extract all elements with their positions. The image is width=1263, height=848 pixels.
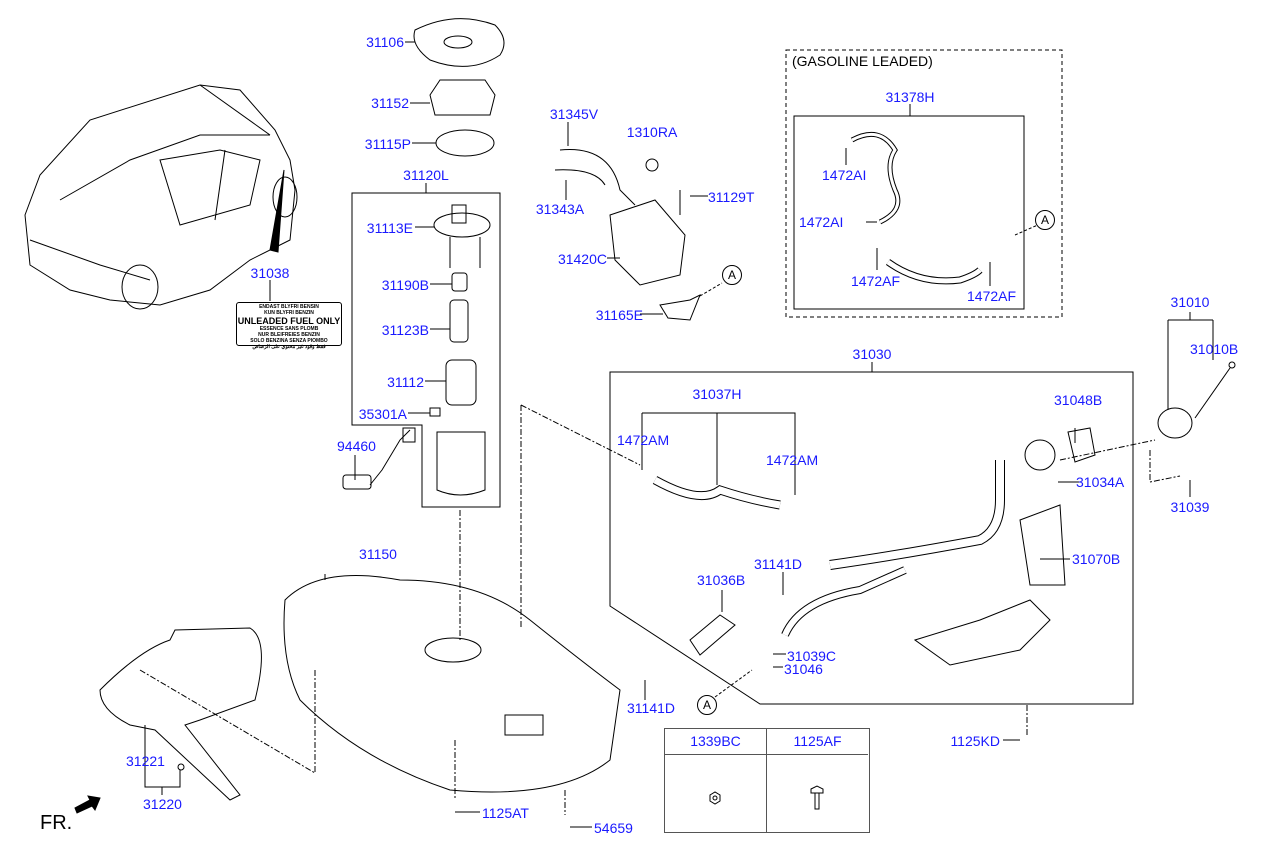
- unleaded-fuel-sticker: ENDAST BLYFRI BENSIN KUN BLYFRI BENZIN U…: [236, 302, 342, 350]
- sticker-line-main: UNLEADED FUEL ONLY: [237, 316, 341, 326]
- part-label-1472AI[interactable]: 1472AI: [799, 214, 844, 230]
- part-label-31112[interactable]: 31112: [387, 374, 424, 390]
- bolt-icon: [810, 785, 824, 810]
- part-label-31048B[interactable]: 31048B: [1054, 392, 1103, 408]
- part-label-31123B[interactable]: 31123B: [381, 322, 429, 338]
- part-label-31038[interactable]: 31038: [250, 265, 290, 281]
- part-label-1125AT[interactable]: 1125AT: [482, 805, 529, 821]
- common-part-header[interactable]: 1339BC: [665, 729, 766, 755]
- part-label-31039[interactable]: 31039: [1170, 499, 1210, 515]
- common-parts-table: 1339BC 1125AF: [664, 728, 870, 833]
- label-pointer-31038: [269, 169, 285, 253]
- part-label-1472AM[interactable]: 1472AM: [766, 452, 819, 468]
- common-part-cell[interactable]: 1125AF: [767, 729, 868, 832]
- gasoline-leaded-label: (GASOLINE LEADED): [792, 53, 933, 69]
- part-label-31037H[interactable]: 31037H: [692, 386, 742, 402]
- gasoline-leaded-box: [785, 49, 1063, 318]
- part-label-31190B[interactable]: 31190B: [381, 277, 429, 293]
- part-label-31046[interactable]: 31046: [784, 661, 823, 677]
- reference-marker-a: A: [722, 265, 742, 285]
- part-label-31345V[interactable]: 31345V: [549, 106, 599, 122]
- sticker-line: NUR BLEIFREIES BENZIN: [258, 332, 320, 338]
- common-part-header[interactable]: 1125AF: [767, 729, 868, 755]
- part-label-1472AM[interactable]: 1472AM: [617, 432, 670, 448]
- part-label-31220[interactable]: 31220: [143, 796, 182, 812]
- part-label-31120L[interactable]: 31120L: [403, 167, 449, 183]
- part-label-31070B[interactable]: 31070B: [1072, 551, 1121, 567]
- vent-hose-box: [793, 115, 1025, 310]
- common-part-cell[interactable]: 1339BC: [665, 729, 767, 832]
- nut-icon: [709, 791, 721, 805]
- part-label-31115P[interactable]: 31115P: [364, 136, 411, 152]
- pump-assembly-box: [351, 192, 501, 508]
- part-label-31106[interactable]: 31106: [366, 34, 404, 50]
- part-label-31010B[interactable]: 31010B: [1190, 341, 1239, 357]
- part-label-1472AI[interactable]: 1472AI: [822, 167, 867, 183]
- part-label-54659[interactable]: 54659: [594, 820, 633, 836]
- part-label-31034A[interactable]: 31034A: [1076, 474, 1125, 490]
- part-label-1472AF[interactable]: 1472AF: [851, 273, 901, 289]
- front-arrow-icon: [74, 795, 101, 814]
- part-label-31129T[interactable]: 31129T: [708, 189, 755, 205]
- part-label-31152[interactable]: 31152: [371, 95, 409, 111]
- part-label-31030[interactable]: 31030: [852, 346, 892, 362]
- part-label-31221[interactable]: 31221: [126, 753, 165, 769]
- part-label-31036B[interactable]: 31036B: [697, 572, 746, 588]
- fuel-tank-shape: [283, 575, 621, 793]
- part-label-94460[interactable]: 94460: [337, 438, 376, 454]
- part-label-31141D[interactable]: 31141D: [627, 700, 676, 716]
- part-label-1472AF[interactable]: 1472AF: [967, 288, 1017, 304]
- lock-ring-shape: [429, 79, 496, 116]
- pump-reservoir-shape: [436, 431, 486, 496]
- front-direction-label: FR.: [40, 812, 73, 834]
- part-label-1310RA[interactable]: 1310RA: [626, 124, 678, 140]
- part-label-31113E[interactable]: 31113E: [366, 220, 413, 236]
- gasket-ring-shape: [435, 129, 495, 157]
- part-label-35301A[interactable]: 35301A: [358, 406, 407, 422]
- sticker-line: ESSENCE SANS PLOMB: [259, 326, 319, 332]
- sticker-line: فقط وقود غير محتوي على الرصاص: [252, 344, 326, 350]
- part-label-31378H[interactable]: 31378H: [885, 89, 935, 105]
- canister-shape: [609, 199, 686, 286]
- reference-marker-a: A: [697, 695, 717, 715]
- part-label-31420C[interactable]: 31420C: [557, 251, 607, 267]
- filler-neck-assembly-box: [609, 371, 1134, 705]
- part-label-31141D[interactable]: 31141D: [754, 556, 803, 572]
- sticker-line: ENDAST BLYFRI BENSIN: [259, 304, 319, 310]
- sticker-line: KUN BLYFRI BENZIN: [264, 310, 314, 316]
- part-label-1125KD[interactable]: 1125KD: [950, 733, 1000, 749]
- vehicle-illustration: [24, 84, 298, 310]
- part-label-31010[interactable]: 31010: [1170, 294, 1210, 310]
- reference-marker-a: A: [1035, 210, 1055, 230]
- part-label-31343A[interactable]: 31343A: [535, 201, 585, 217]
- pump-cover-shape: [413, 18, 505, 67]
- part-label-31150[interactable]: 31150: [359, 546, 397, 562]
- sticker-line: SOLO BENZINA SENZA PIOMBO: [250, 338, 328, 344]
- part-label-31165E[interactable]: 31165E: [595, 307, 643, 323]
- part-label-31039C[interactable]: 31039C: [787, 648, 837, 664]
- heat-shield-shape: [99, 627, 262, 801]
